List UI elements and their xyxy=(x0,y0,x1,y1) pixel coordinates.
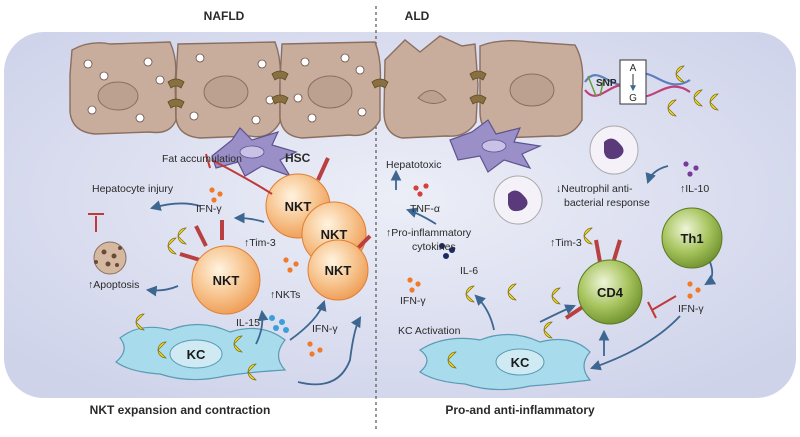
pro-inflammatory-label-line2: cytokines xyxy=(412,241,456,253)
cd4-label: CD4 xyxy=(597,285,624,300)
cytokine-dots xyxy=(209,161,701,357)
il6-label: IL-6 xyxy=(460,265,478,277)
hepatotoxic-label: Hepatotoxic xyxy=(386,159,441,171)
hsc-label: HSC xyxy=(285,151,311,165)
kc-label-left: KC xyxy=(187,347,206,362)
snp-allele-bottom: G xyxy=(629,93,637,104)
lipid-droplets xyxy=(83,53,367,125)
hsc-nucleus-left xyxy=(239,145,265,159)
kc-activation-label: KC Activation xyxy=(398,325,461,337)
ifn-gamma-label-bottom: IFN-γ xyxy=(312,323,338,335)
hepatocyte-injury-label: Hepatocyte injury xyxy=(92,183,174,195)
ifn-gamma-label-right-panel: IFN-γ xyxy=(400,295,426,307)
nkt-cell-4 xyxy=(179,220,261,315)
nkt-label-2: NKT xyxy=(321,227,348,242)
apoptotic-cell xyxy=(93,241,127,275)
kc-label-right: KC xyxy=(511,355,530,370)
ifn-gamma-label-th1: IFN-γ xyxy=(678,303,704,315)
left-panel-title: NAFLD xyxy=(204,9,245,23)
tim3-label-right: ↑Tim-3 xyxy=(550,237,582,249)
neutrophil-cell-left xyxy=(493,175,543,225)
activation-arrows xyxy=(145,165,717,386)
right-panel-title: ALD xyxy=(405,9,430,23)
il10-label: ↑IL-10 xyxy=(680,183,709,195)
neutrophil-label-line2: bacterial response xyxy=(564,197,650,209)
left-panel-footer: NKT expansion and contraction xyxy=(90,403,271,417)
snp-allele-top: A xyxy=(630,63,637,74)
snp-dna-icon xyxy=(584,59,691,105)
tnf-alpha-label: TNF-α xyxy=(410,203,440,215)
nkt-cell-3 xyxy=(307,234,372,301)
il15-label: IL-15 xyxy=(236,317,260,329)
nkt-label-4: NKT xyxy=(213,273,240,288)
ifn-gamma-label-top: IFN-γ xyxy=(196,203,222,215)
inhibition-lines xyxy=(88,153,677,319)
apoptosis-label: ↑Apoptosis xyxy=(88,279,139,291)
hsc-nucleus-right xyxy=(481,139,507,153)
nkts-label: ↑NKTs xyxy=(270,289,300,301)
nkt-label-3: NKT xyxy=(325,263,352,278)
fat-accumulation-label: Fat accumulation xyxy=(162,153,242,165)
th1-label: Th1 xyxy=(680,231,703,246)
neutrophil-cell-top xyxy=(589,125,639,175)
hepatocyte-nuclei xyxy=(97,73,555,111)
kc-nucleus-left xyxy=(169,339,223,369)
neutrophil-label-line1: ↓Neutrophil anti- xyxy=(556,183,633,195)
th1-cell xyxy=(661,207,723,269)
pro-inflammatory-label-line1: ↑Pro-inflammatory xyxy=(386,227,472,239)
ligand-markers xyxy=(135,65,719,381)
hepatocyte-4-damaged xyxy=(383,35,479,139)
kc-nucleus-right xyxy=(495,348,545,376)
gap-junctions xyxy=(167,70,487,109)
snp-label: SNP xyxy=(596,78,617,89)
tim3-label-left: ↑Tim-3 xyxy=(244,237,276,249)
nkt-label-1: NKT xyxy=(285,199,312,214)
right-panel-footer: Pro-and anti-inflammatory xyxy=(445,403,595,417)
